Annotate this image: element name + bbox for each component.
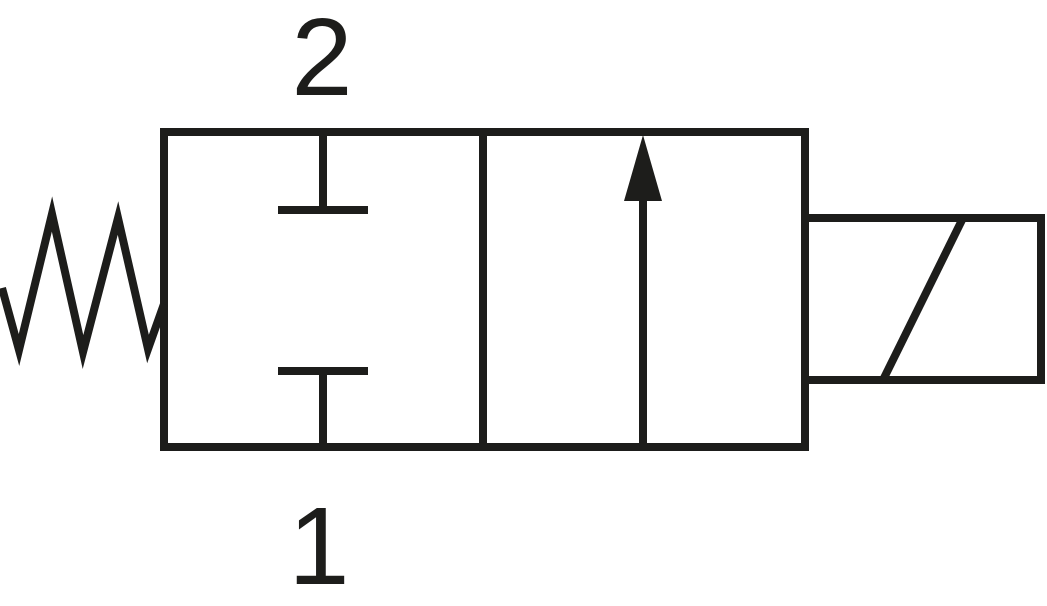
open-position <box>624 135 662 447</box>
spring-icon <box>0 196 168 369</box>
closed-position <box>278 132 368 447</box>
port-2-label: 2 <box>291 0 352 119</box>
solenoid-coil-box <box>801 214 1045 384</box>
solenoid-actuator <box>801 214 1045 384</box>
flow-arrow-head-icon <box>624 135 662 201</box>
valve-body <box>160 128 809 451</box>
solenoid-diagonal-icon <box>879 216 967 382</box>
port-1-label: 1 <box>288 485 349 606</box>
